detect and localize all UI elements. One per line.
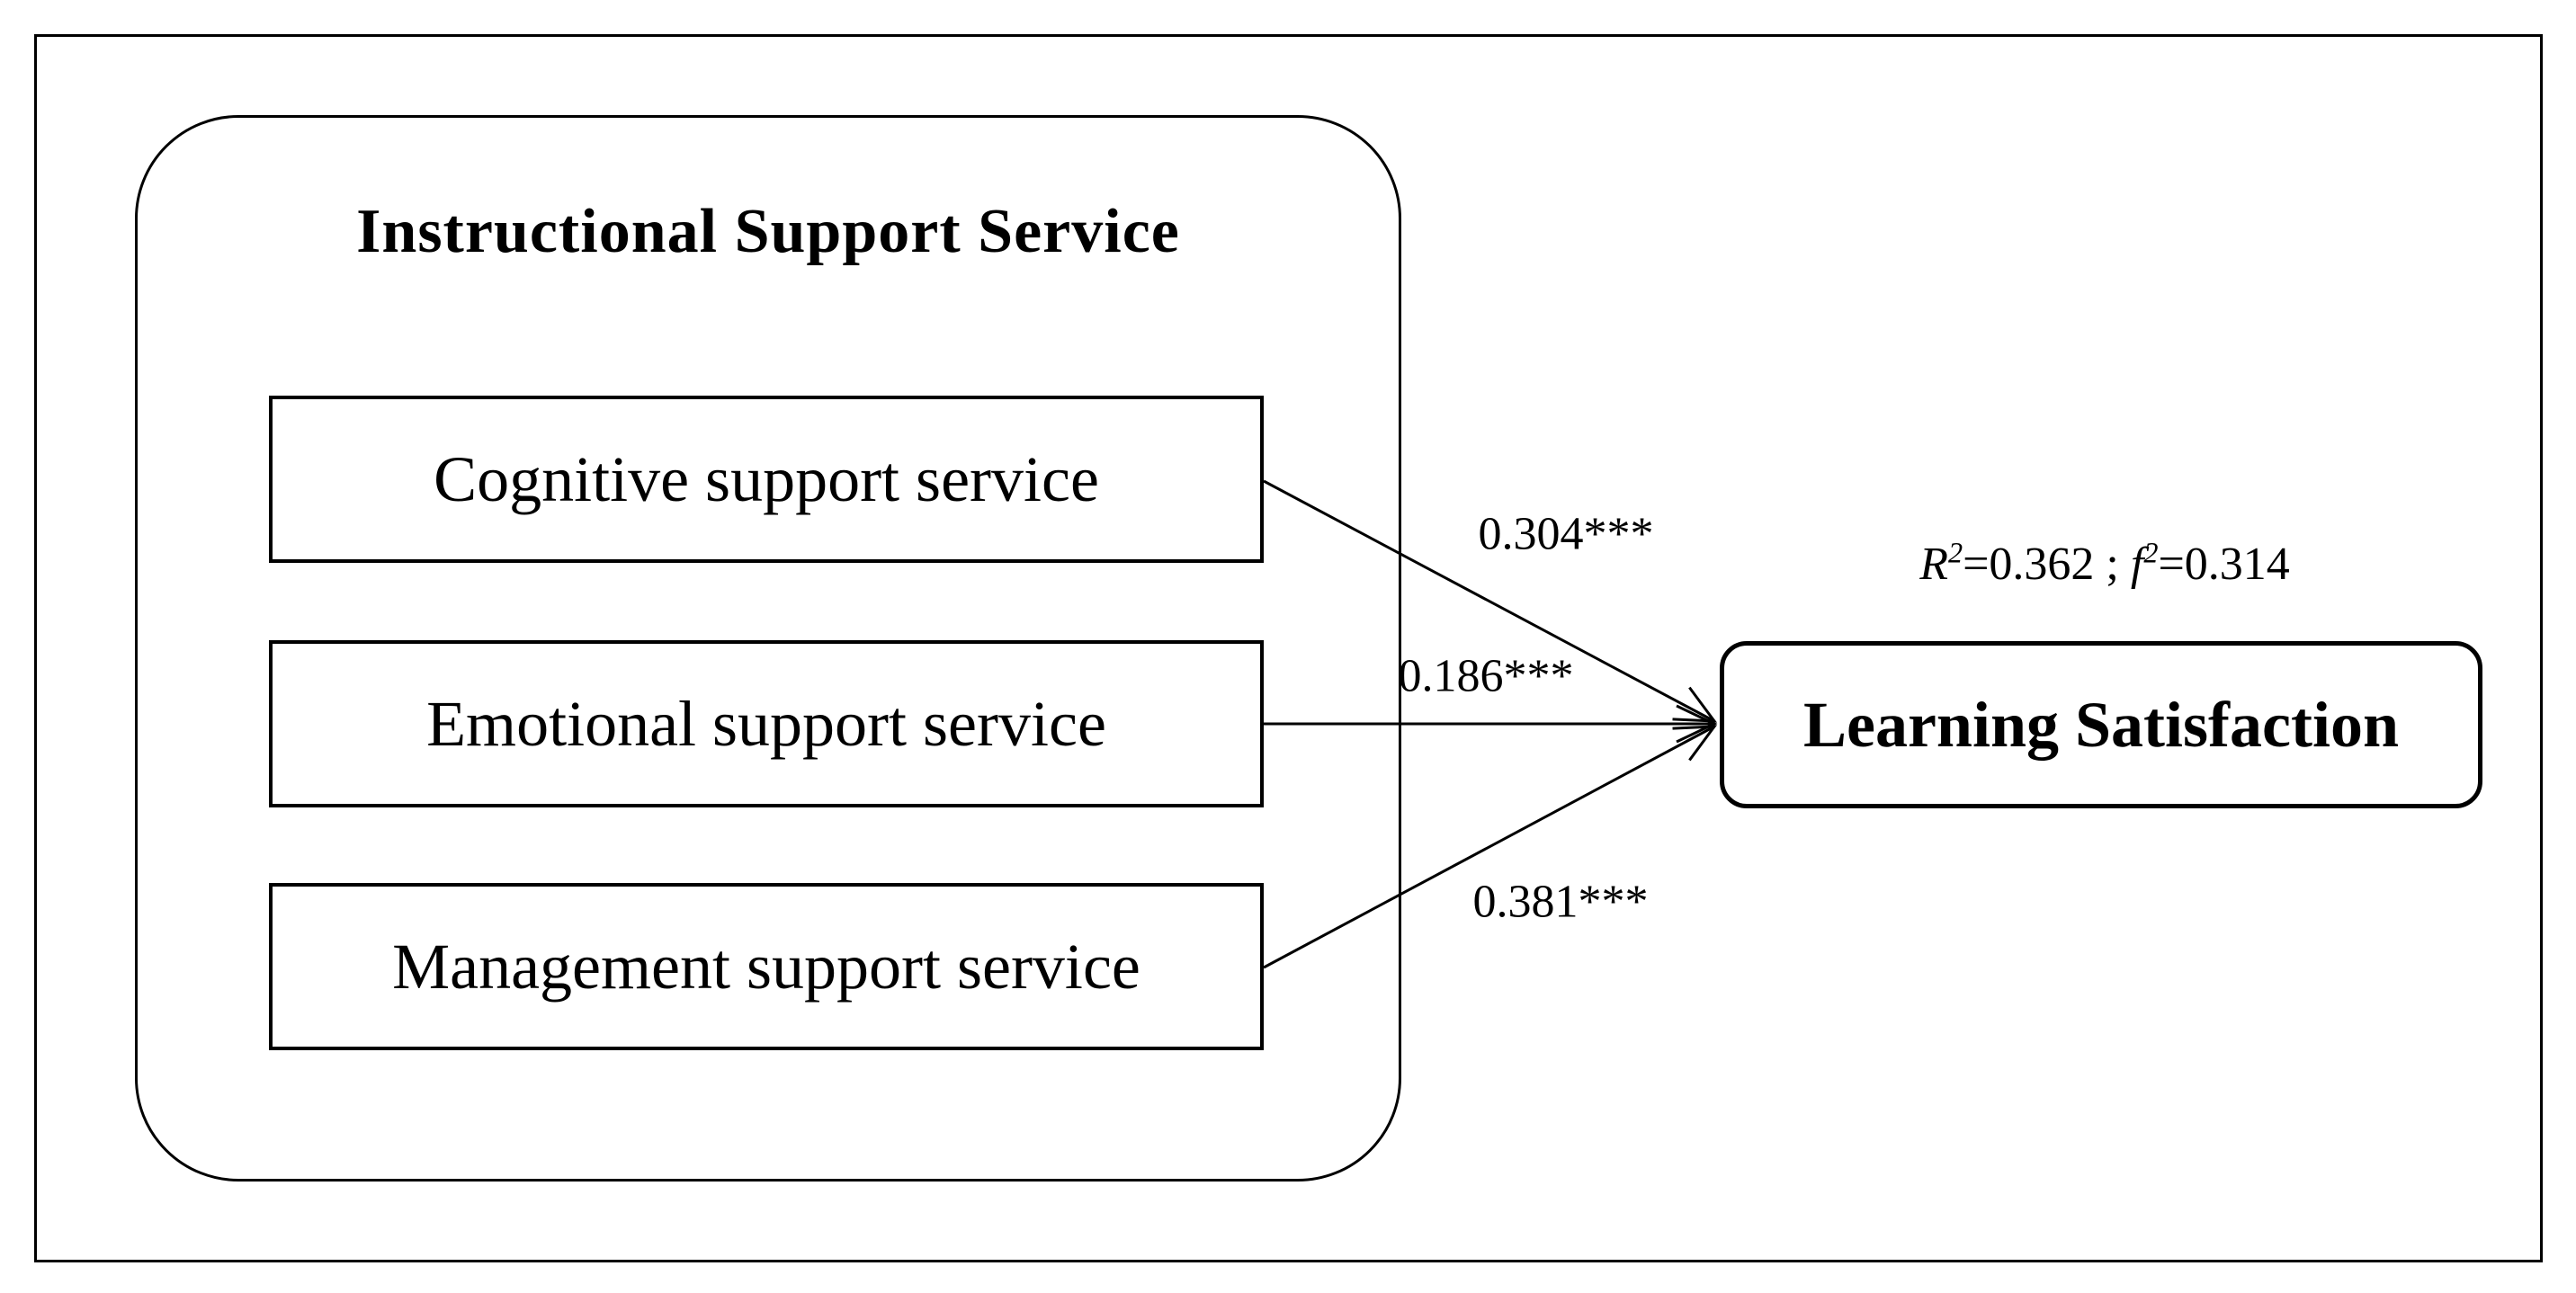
r-squared-value: =0.362 — [1963, 539, 2095, 590]
f-squared-symbol: f — [2130, 539, 2144, 590]
stats-separator: ; — [2094, 539, 2131, 590]
group-title: Instructional Support Service — [356, 197, 1180, 266]
learning-satisfaction-box: Learning Satisfaction — [1720, 641, 2482, 808]
r-squared-symbol: R — [1919, 539, 1948, 590]
r-squared-exponent: 2 — [1947, 536, 1963, 569]
emotional-support-label: Emotional support service — [426, 687, 1106, 760]
f-squared-value: =0.314 — [2158, 539, 2290, 590]
learning-satisfaction-label: Learning Satisfaction — [1802, 688, 2400, 761]
emotional-support-box: Emotional support service — [269, 640, 1264, 807]
cognitive-support-box: Cognitive support service — [269, 396, 1264, 563]
coefficient-cognitive: 0.304*** — [1478, 508, 1654, 560]
management-support-label: Management support service — [392, 930, 1140, 1003]
coefficient-management: 0.381*** — [1472, 876, 1649, 928]
f-squared-exponent: 2 — [2143, 536, 2159, 569]
model-fit-stats: R2=0.362 ; f2=0.314 — [1835, 538, 2375, 591]
cognitive-support-label: Cognitive support service — [434, 442, 1099, 515]
management-support-box: Management support service — [269, 883, 1264, 1050]
coefficient-emotional: 0.186*** — [1398, 650, 1574, 702]
